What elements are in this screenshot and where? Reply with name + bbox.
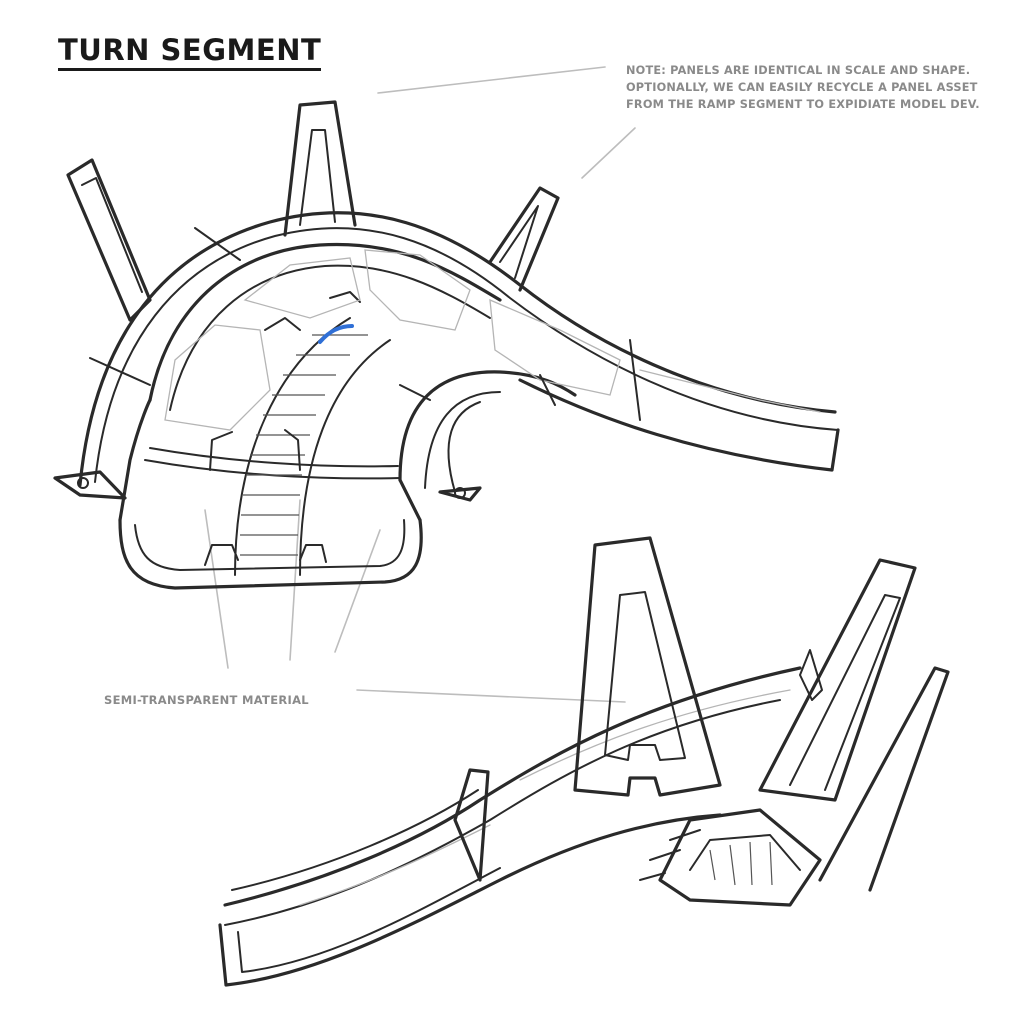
spike-left: [68, 160, 150, 320]
semi-leader-1: [205, 510, 228, 668]
spike-right: [490, 188, 558, 290]
semi-leader-2: [290, 500, 300, 660]
note-leader-diagonal: [582, 128, 635, 178]
ramp-segment-sketch: [220, 538, 948, 985]
semi-leader-horizontal: [357, 690, 625, 702]
accent-mark: [320, 326, 352, 342]
note-leader-top: [378, 67, 605, 93]
turn-segment-sketch: [55, 102, 838, 588]
ramp-track-bottom: [220, 815, 720, 985]
ramp-fin-center: [575, 538, 720, 795]
semi-leader-3: [335, 530, 380, 652]
